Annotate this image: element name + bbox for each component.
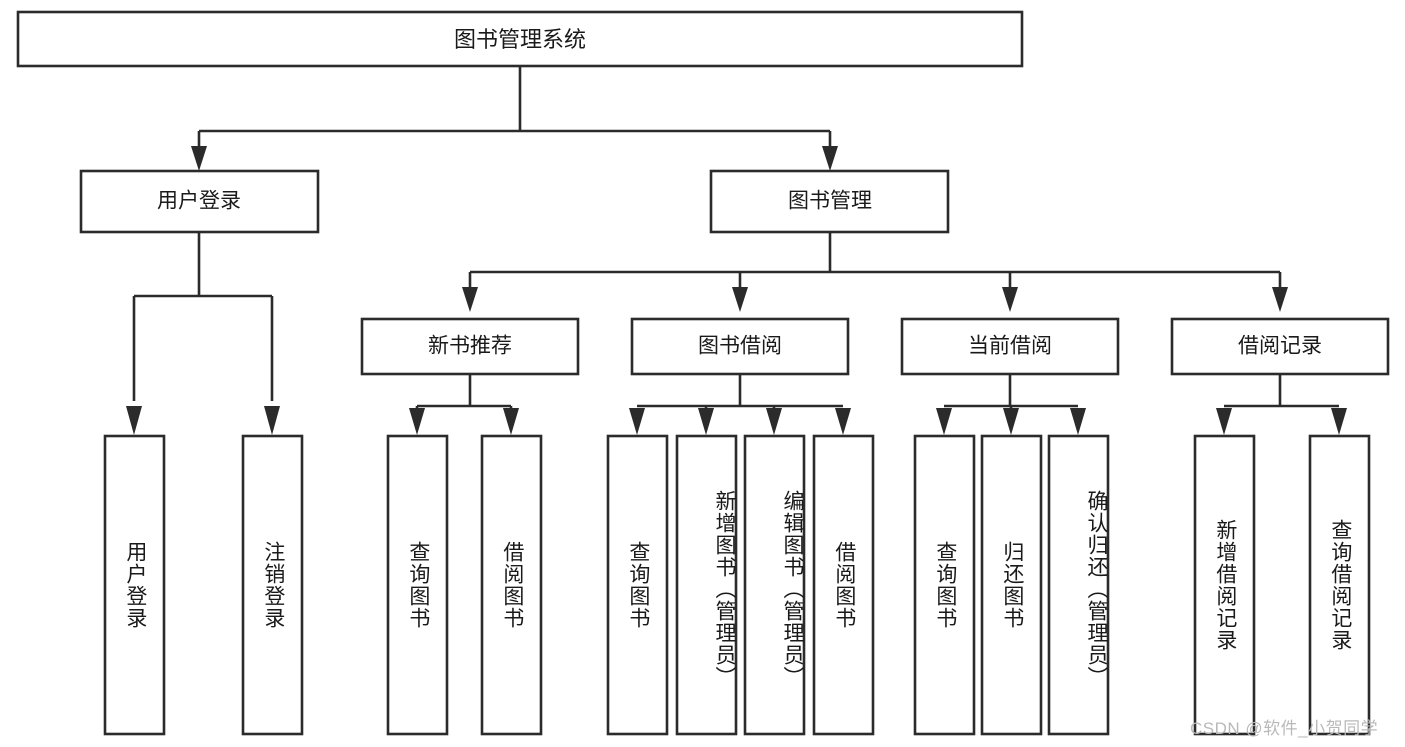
connector-layer <box>126 66 1347 435</box>
leaf-box-new-book-1[interactable] <box>480 434 543 736</box>
node-label-current-borrow: 当前借阅 <box>968 335 1052 358</box>
leaf-box-book-borrow-1[interactable] <box>675 434 738 736</box>
arrow-head-book-borrow <box>732 287 748 312</box>
arrow-head-cb-leaf2 <box>1003 408 1019 435</box>
leaf-box-borrow-record-1[interactable] <box>1308 434 1371 736</box>
node-box-user-login[interactable] <box>79 169 320 234</box>
leaf-box-borrow-record-0[interactable] <box>1193 434 1256 736</box>
leaf-box-current-borrow-2[interactable] <box>1047 434 1110 736</box>
arrow-head-cb-leaf1 <box>936 408 952 435</box>
arrow-head-br-leaf1 <box>1216 408 1232 435</box>
node-label-user-login: 用户登录 <box>157 190 241 213</box>
node-layer: 图书管理系统 用户登录 图书管理 新书推荐 图书借阅 当前借阅 借阅记录 <box>16 10 1390 736</box>
arrow-head-cb-leaf3 <box>1070 408 1086 435</box>
node-label-root: 图书管理系统 <box>454 27 586 52</box>
leaf-box-current-borrow-1[interactable] <box>980 434 1043 736</box>
arrow-head-book-manage <box>822 146 838 171</box>
node-box-current-borrow[interactable] <box>900 317 1120 376</box>
arrow-head-new-book <box>462 287 478 312</box>
arrow-head-bb-leaf1 <box>629 408 645 435</box>
node-label-book-borrow: 图书借阅 <box>698 335 782 358</box>
leaf-box-book-borrow-3[interactable] <box>812 434 875 736</box>
arrow-head-bb-leaf3 <box>766 408 782 435</box>
arrow-head-bb-leaf4 <box>835 408 851 435</box>
arrow-head-current-borrow <box>1002 287 1018 312</box>
arrow-head-leaf-logout <box>264 406 280 435</box>
node-label-new-book-recommend: 新书推荐 <box>428 335 512 358</box>
leaf-box-current-borrow-0[interactable] <box>913 434 976 736</box>
node-box-book-manage[interactable] <box>709 169 950 234</box>
arrow-head-borrow-record <box>1272 287 1288 312</box>
arrow-head-leaf-user-login <box>126 406 142 435</box>
node-box-borrow-record[interactable] <box>1170 317 1390 376</box>
node-label-borrow-record: 借阅记录 <box>1238 335 1322 358</box>
leaf-box-book-borrow-0[interactable] <box>606 434 669 736</box>
leaf-box-new-book-0[interactable] <box>386 434 449 736</box>
arrow-head-br-leaf2 <box>1331 408 1347 435</box>
watermark-text: CSDN @软件_小贺同学 <box>1190 719 1379 738</box>
node-box-book-borrow[interactable] <box>630 317 850 376</box>
node-box-new-book-recommend[interactable] <box>360 317 580 376</box>
node-box-root[interactable] <box>16 10 1024 68</box>
node-label-book-manage: 图书管理 <box>788 190 872 213</box>
leaf-box-book-borrow-2[interactable] <box>743 434 806 736</box>
arrow-head-user-login <box>191 146 207 171</box>
leaf-box-user-login-0[interactable] <box>103 434 166 736</box>
arrow-head-bb-leaf2 <box>698 408 714 435</box>
arrow-head-nb-leaf1 <box>409 408 425 435</box>
arrow-head-nb-leaf2 <box>503 408 519 435</box>
leaf-box-user-login-1[interactable] <box>241 434 304 736</box>
